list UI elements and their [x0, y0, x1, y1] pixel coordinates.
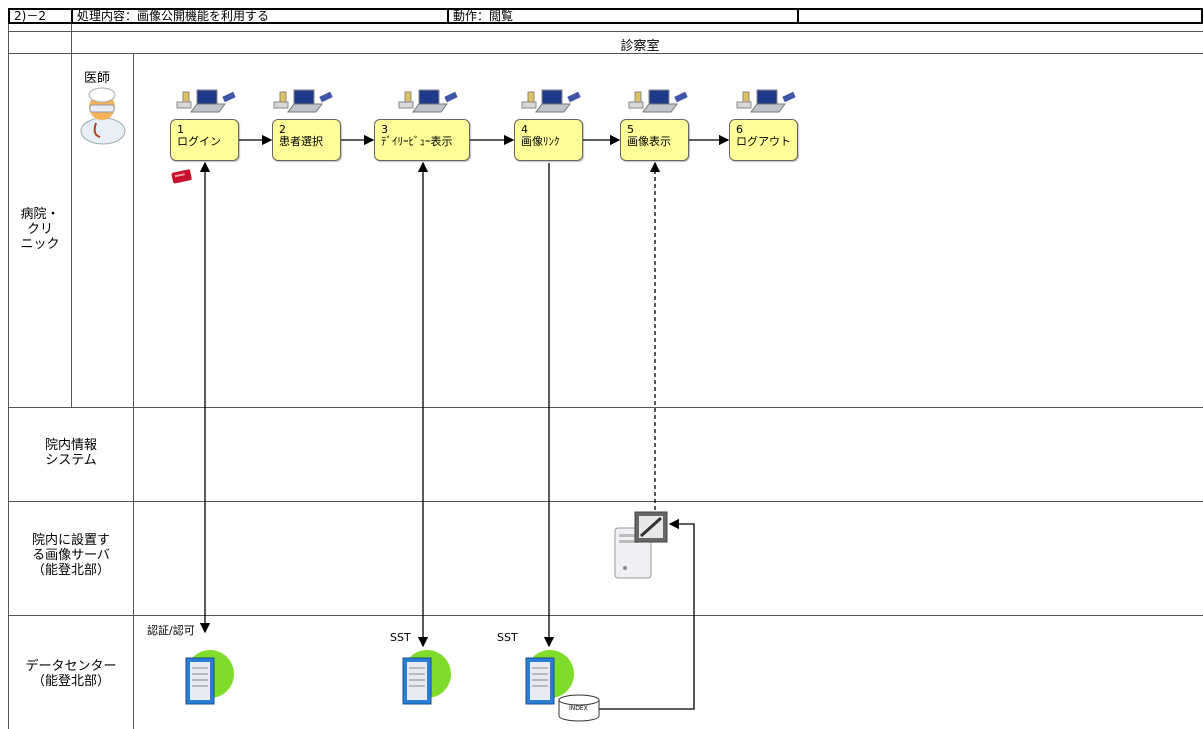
step-label: 患者選択 [279, 135, 323, 148]
grid-line [8, 407, 1203, 408]
step-label: ﾃﾞｲﾘｰﾋﾞｭｰ表示 [381, 135, 453, 148]
step-number: 5 [627, 123, 634, 136]
sst-label: SST [390, 631, 411, 644]
room-label: 診察室 [620, 39, 660, 54]
workstation-icon [736, 89, 796, 113]
lane-hospital: 病院・ クリ ニック [20, 207, 60, 252]
grid-line [8, 31, 1203, 32]
lane-image-server: 院内に設置す る画像サーバ （能登北部） [31, 533, 110, 578]
doctor-icon [80, 87, 126, 145]
step-label: 画像表示 [627, 135, 671, 148]
step-login: 1 ログイン [170, 119, 239, 161]
grid-line [71, 24, 72, 408]
datacenter-server-icon [525, 650, 574, 705]
grid-line [8, 501, 1203, 502]
workstation-icon [628, 89, 688, 113]
workstation-icon [176, 89, 236, 113]
index-label: INDEX [569, 705, 588, 712]
grid-line [8, 615, 1203, 616]
workstation-icon [273, 89, 333, 113]
step-number: 1 [177, 123, 184, 136]
step-number: 3 [381, 123, 388, 136]
step-number: 2 [279, 123, 286, 136]
grid-line [8, 53, 1203, 54]
lane-his: 院内情報 システム [44, 438, 97, 468]
step-label: 画像ﾘﾝｸ [521, 135, 560, 148]
step-number: 4 [521, 123, 528, 136]
lane-datacenter: データセンター （能登北部） [25, 659, 117, 689]
step-label: ログアウト [736, 135, 791, 148]
step-number: 6 [736, 123, 743, 136]
workstation-icon [398, 89, 458, 113]
index-database-icon [558, 694, 600, 722]
step-image-link: 4 画像ﾘﾝｸ [514, 119, 583, 161]
actor-label: 医師 [84, 71, 111, 86]
workstation-icon [521, 89, 581, 113]
grid-line [8, 24, 9, 729]
index-connector [599, 518, 695, 710]
header-blank [797, 8, 1203, 24]
datacenter-server-icon [402, 650, 451, 705]
id-card-icon [171, 169, 192, 184]
step-image-display: 5 画像表示 [620, 119, 689, 161]
step-daily-view: 3 ﾃﾞｲﾘｰﾋﾞｭｰ表示 [374, 119, 470, 161]
step-logout: 6 ログアウト [729, 119, 798, 161]
step-patient-select: 2 患者選択 [272, 119, 341, 161]
step-label: ログイン [177, 135, 221, 148]
auth-label: 認証/認可 [147, 624, 195, 637]
datacenter-server-icon [185, 650, 234, 705]
image-server-icon [614, 511, 668, 579]
sst-label: SST [497, 631, 518, 644]
grid-line [133, 53, 134, 729]
